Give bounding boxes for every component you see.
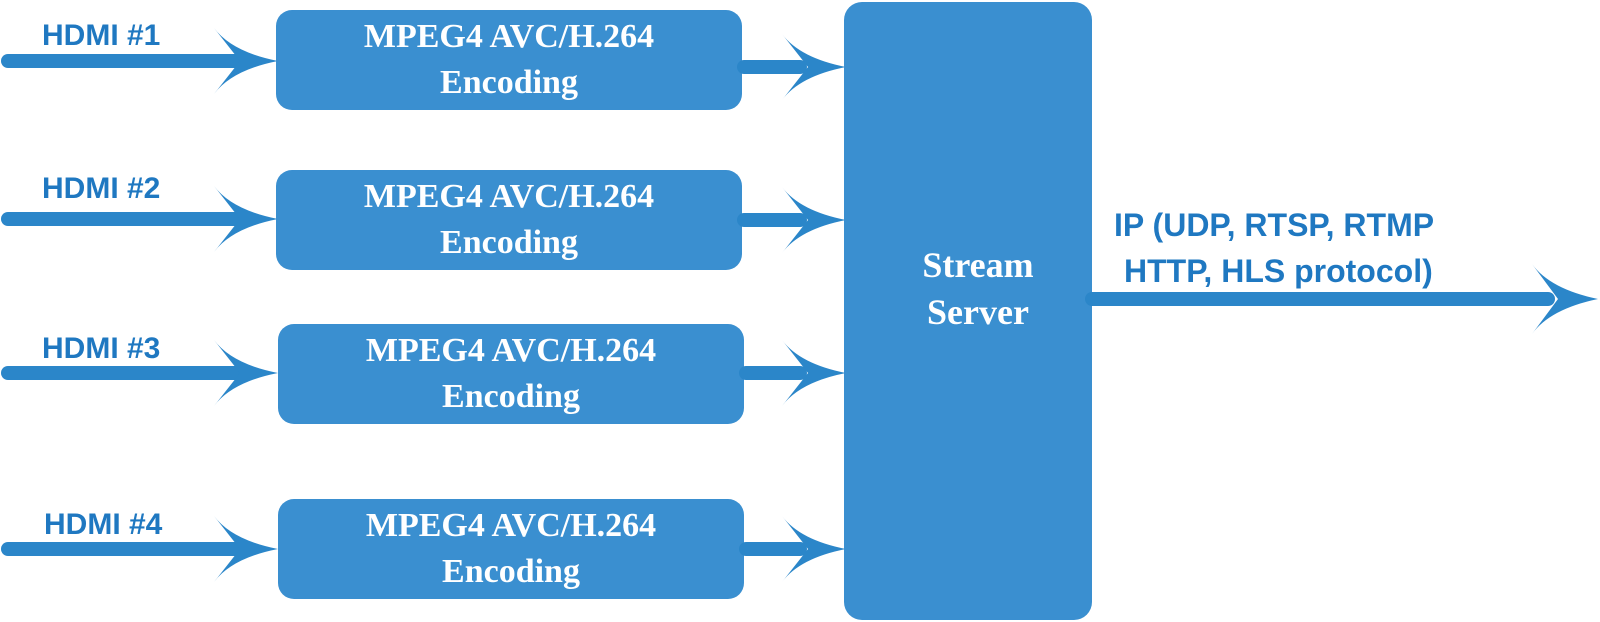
encoder-box-4 <box>278 499 744 599</box>
input-label-hdmi-1: HDMI #1 <box>42 19 160 52</box>
arrow-right-icon <box>782 516 846 582</box>
stream-server-box <box>844 2 1092 620</box>
stream-server-label-line-2: Server <box>927 292 1029 332</box>
encoder-subtitle-1: Encoding <box>440 64 578 101</box>
input-label-hdmi-2: HDMI #2 <box>42 172 160 205</box>
arrow-right-icon <box>782 187 846 253</box>
arrow-right-icon <box>214 516 278 582</box>
arrow-right-icon <box>782 340 846 406</box>
output-label-line-2: HTTP, HLS protocol) <box>1124 253 1433 289</box>
input-label-hdmi-3: HDMI #3 <box>42 332 160 365</box>
arrow-right-icon <box>782 34 846 100</box>
input-row-1: HDMI #1 MPEG4 AVC/H.264 Encoding <box>1 10 846 110</box>
encoder-box-3 <box>278 324 744 424</box>
input-row-3: HDMI #3 MPEG4 AVC/H.264 Encoding <box>1 324 846 424</box>
encoder-box-1 <box>276 10 742 110</box>
encoder-box-2 <box>276 170 742 270</box>
input-label-hdmi-4: HDMI #4 <box>44 508 163 541</box>
output: IP (UDP, RTSP, RTMP HTTP, HLS protocol) <box>1085 207 1598 334</box>
arrow-right-icon <box>214 340 278 406</box>
input-row-2: HDMI #2 MPEG4 AVC/H.264 Encoding <box>1 170 846 270</box>
input-row-4: HDMI #4 MPEG4 AVC/H.264 Encoding <box>1 499 846 599</box>
encoder-subtitle-2: Encoding <box>440 224 578 261</box>
encoder-title-4: MPEG4 AVC/H.264 <box>366 507 656 544</box>
encoder-subtitle-4: Encoding <box>442 553 580 590</box>
stream-server-label-line-1: Stream <box>922 245 1033 285</box>
output-label-line-1: IP (UDP, RTSP, RTMP <box>1114 207 1434 243</box>
encoder-title-3: MPEG4 AVC/H.264 <box>366 332 656 369</box>
encoder-subtitle-3: Encoding <box>442 378 580 415</box>
encoder-title-2: MPEG4 AVC/H.264 <box>364 178 654 215</box>
arrow-right-icon <box>214 28 278 94</box>
stream-server: Stream Server <box>844 2 1092 620</box>
encoder-title-1: MPEG4 AVC/H.264 <box>364 18 654 55</box>
arrow-right-icon <box>214 186 278 252</box>
arrow-right-icon <box>1532 264 1598 334</box>
